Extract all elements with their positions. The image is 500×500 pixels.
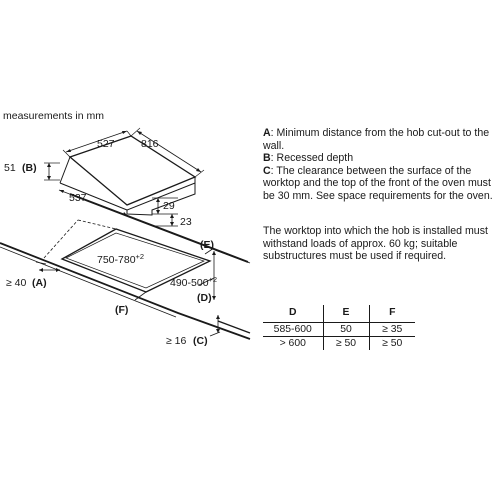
label-b: (B) — [22, 162, 37, 174]
table-cell: 50 — [322, 322, 369, 337]
label-d: (D) — [197, 292, 212, 304]
dim-527: 527 — [97, 138, 115, 150]
table-header-e: E — [322, 305, 369, 323]
note-a-key: A — [263, 127, 271, 139]
dimension-table: D E F 585-600 50 ≥ 35 > 600 ≥ 50 ≥ 50 — [263, 305, 415, 350]
table-cell: 585-600 — [263, 322, 323, 337]
table-header-row: D E F — [263, 305, 415, 323]
table-cell: ≥ 50 — [322, 336, 369, 350]
dim-c-value: ≥ 16 — [166, 335, 187, 347]
note-b-text: : Recessed depth — [270, 152, 354, 165]
dim-23: 23 — [180, 216, 192, 228]
note-b-key: B — [263, 152, 271, 165]
legend-notes: A: Minimum distance from the hob cut-out… — [263, 127, 499, 203]
table-header-f: F — [368, 305, 415, 323]
note-b: B: Recessed depth — [263, 152, 499, 165]
worktop-load-paragraph: The worktop into which the hob is instal… — [263, 225, 488, 263]
worktop-slab — [0, 242, 251, 340]
table-cell: ≥ 50 — [368, 336, 415, 350]
table-row: 585-600 50 ≥ 35 — [263, 322, 415, 337]
table-cell: ≥ 35 — [368, 322, 415, 337]
dim-51: 51 — [4, 162, 16, 174]
label-e: (E) — [200, 239, 214, 251]
table-cell: > 600 — [263, 336, 323, 350]
table-row: > 600 ≥ 50 ≥ 50 — [263, 336, 415, 350]
note-c-key: C — [263, 164, 271, 177]
dim-a-value: ≥ 40 — [6, 277, 27, 289]
dim-816: 816 — [141, 138, 159, 150]
dim-cutout-width: 750-780+2 — [97, 252, 144, 266]
label-f: (F) — [115, 304, 128, 316]
label-a: (A) — [32, 277, 47, 289]
dim-537: 537 — [69, 192, 87, 204]
table-header-d: D — [288, 307, 297, 318]
note-a: A: Minimum distance from the hob cut-out… — [263, 127, 499, 152]
note-c: C: The clearance between the surface of … — [263, 165, 499, 203]
dim-cutout-depth: 490-500+2 — [170, 275, 217, 289]
measurements-heading: measurements in mm — [3, 110, 104, 122]
note-c-text: : The clearance between the surface of t… — [263, 164, 493, 202]
dim-29: 29 — [163, 200, 175, 212]
note-a-text: : Minimum distance from the hob cut-out … — [263, 127, 490, 152]
label-c: (C) — [193, 335, 208, 347]
worktop-cutout — [60, 228, 212, 293]
